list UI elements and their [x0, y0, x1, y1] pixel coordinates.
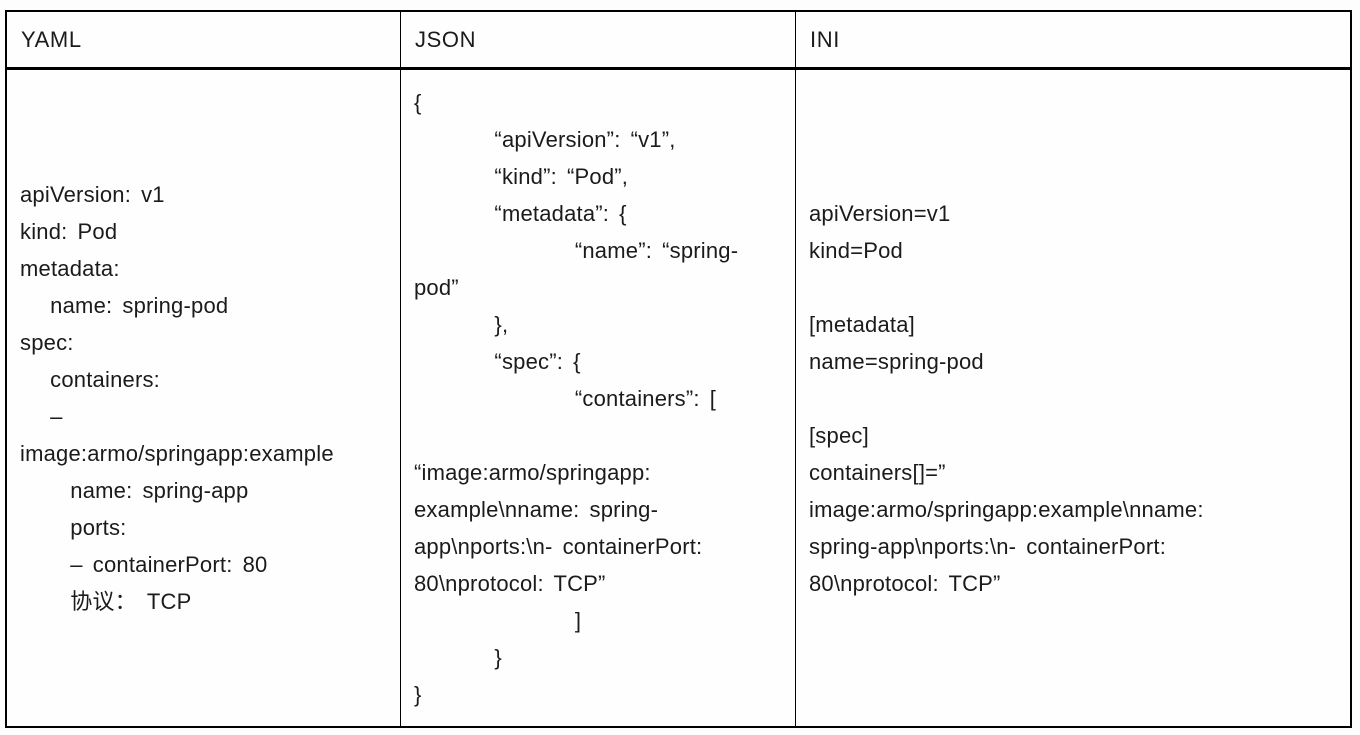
json-code-cell: { “apiVersion”: “v1”, “kind”: “Pod”, “me… — [400, 70, 795, 726]
yaml-code-cell: apiVersion: v1 kind: Pod metadata: name:… — [7, 70, 400, 726]
column-header-yaml: YAML — [7, 12, 400, 70]
ini-code: apiVersion=v1 kind=Pod [metadata] name=s… — [809, 200, 1204, 596]
json-code: { “apiVersion”: “v1”, “kind”: “Pod”, “me… — [414, 89, 739, 707]
column-header-ini: INI — [795, 12, 1350, 70]
ini-code-cell: apiVersion=v1 kind=Pod [metadata] name=s… — [795, 70, 1350, 726]
yaml-code: apiVersion: v1 kind: Pod metadata: name:… — [20, 182, 334, 614]
column-header-json: JSON — [400, 12, 795, 70]
format-comparison-table: YAML JSON INI apiVersion: v1 kind: Pod m… — [5, 10, 1352, 728]
